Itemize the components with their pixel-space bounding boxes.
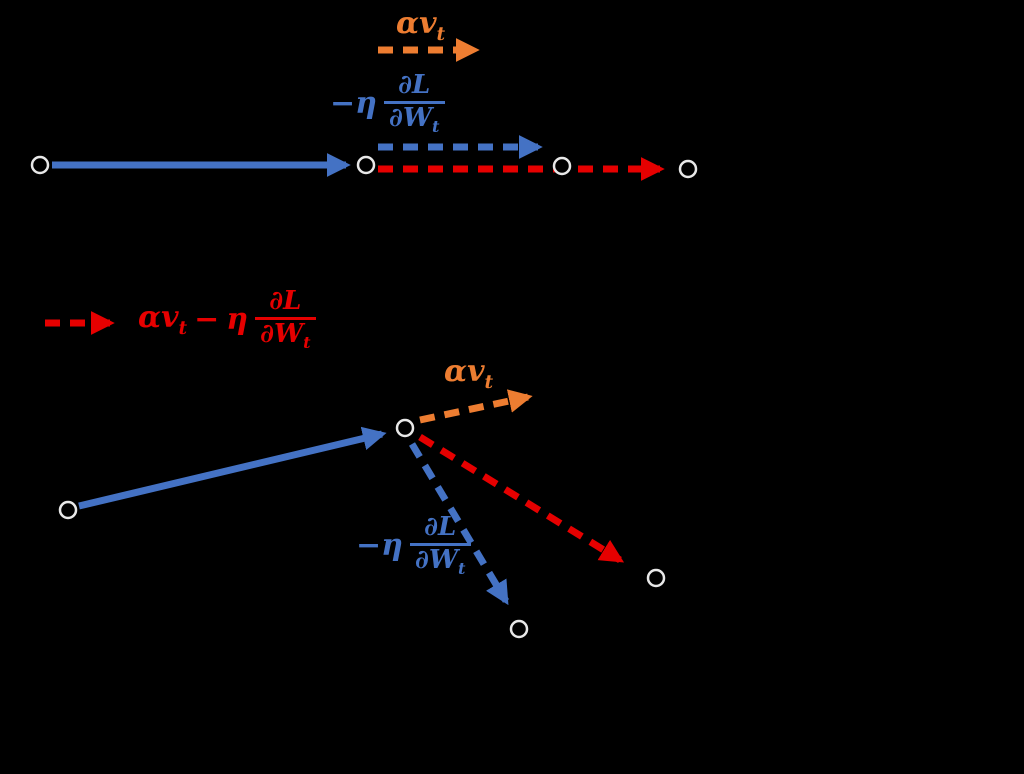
neg-eta-term: −η [356,528,403,564]
neg-eta-term: −η [330,86,377,122]
weight-node [509,619,529,639]
fraction-numerator: ∂L [409,513,471,547]
alpha-v-term: αvt [396,6,446,45]
fraction-denominator: ∂Wt [260,319,311,353]
eta-symbol: η [226,302,249,338]
momentum-term-arrow [419,389,533,424]
weight-node [646,568,666,588]
gradient-term-arrow [408,442,510,606]
minus-sign: − [194,302,220,338]
alpha-v-term: αvt [444,354,494,393]
weight-node [356,155,376,175]
partial-derivative-fraction: ∂L ∂Wt [383,71,445,137]
weight-node [58,500,78,520]
weight-node [30,155,50,175]
legend-formula-label: αvt − η ∂L ∂Wt [138,287,316,353]
combined-update-arrow [418,434,625,563]
partial-derivative-fraction: ∂L ∂Wt [409,513,471,579]
diagram-bottom [58,389,666,639]
partial-derivative-fraction: ∂L ∂Wt [255,287,316,353]
weight-node [395,418,415,438]
momentum-term-label: αvt [396,8,445,45]
gradient-term-label: −η ∂L ∂Wt [330,71,445,137]
fraction-numerator: ∂L [383,71,445,105]
fraction-denominator: ∂Wt [388,103,440,137]
fraction-numerator: ∂L [255,287,316,321]
gradient-term-label: −η ∂L ∂Wt [356,513,471,579]
diagram-top [30,38,698,181]
previous-update-arrow [78,426,387,510]
alpha-v-term: αvt [138,299,188,339]
momentum-term-label: αvt [444,356,493,393]
fraction-denominator: ∂Wt [414,545,466,579]
weight-node [678,159,698,179]
weight-node [552,156,572,176]
